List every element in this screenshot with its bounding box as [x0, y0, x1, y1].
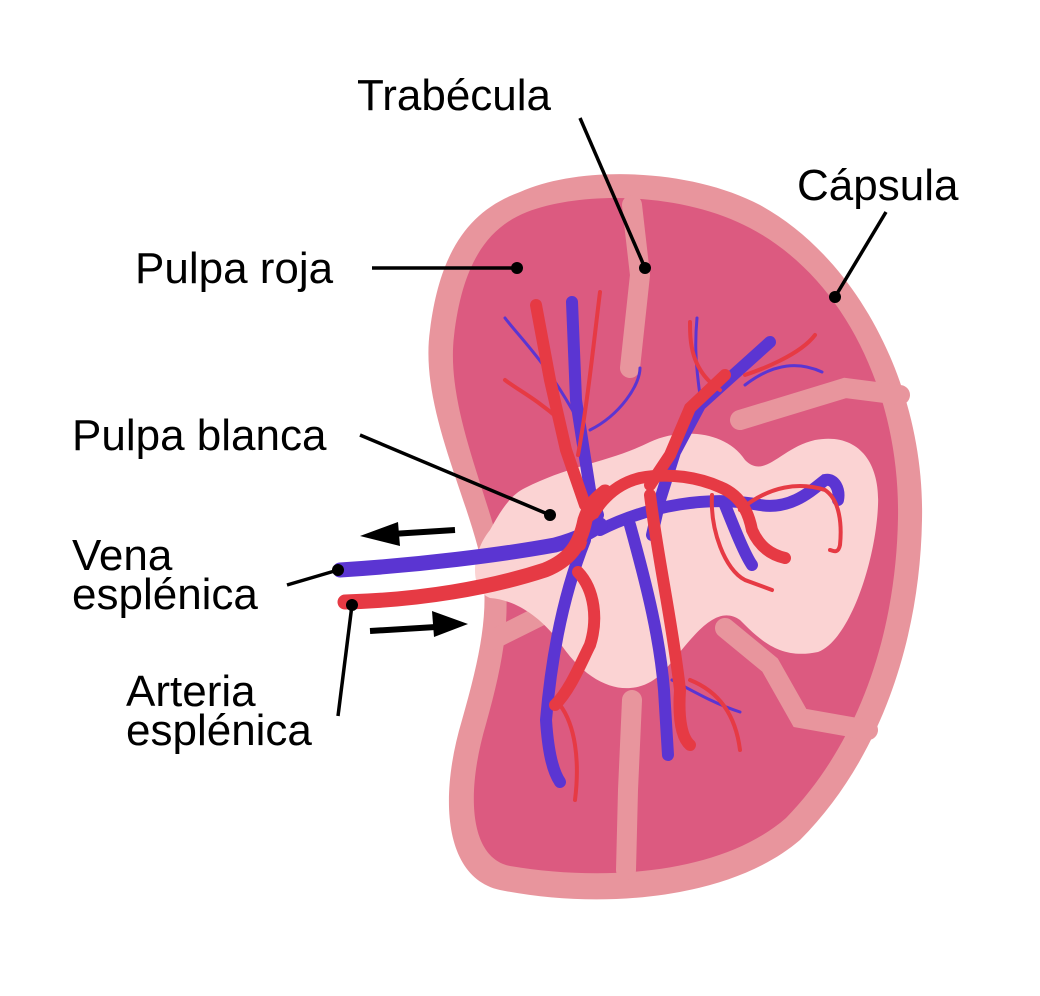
vein-thin-branches	[503, 316, 824, 714]
artery-upper-left	[530, 299, 591, 511]
artery-flow-arrow-icon	[369, 611, 468, 637]
vein-right-arch	[594, 473, 845, 536]
leader-dots	[332, 262, 841, 611]
leader-lines	[286, 117, 888, 717]
label-arteria-line2: esplénica	[126, 706, 312, 755]
leader-vena	[286, 568, 339, 587]
vein-right-down	[719, 499, 758, 571]
splenic-artery-trunk	[337, 484, 613, 610]
label-capsula: Cápsula	[797, 161, 959, 210]
vein-lower-mid	[624, 519, 674, 761]
label-trabecula: Trabécula	[357, 71, 552, 120]
vein-lower-left	[539, 534, 591, 788]
flow-arrows	[360, 522, 468, 637]
artery-lower-left	[549, 566, 601, 711]
trabecula-right-lower	[715, 618, 878, 740]
artery-lower-mid	[644, 489, 696, 751]
trabecula-left-lower	[482, 605, 552, 650]
trabecula-top	[620, 195, 651, 378]
white-pulp	[475, 433, 879, 689]
trabeculae	[482, 195, 910, 880]
trabecula-right-upper	[730, 377, 910, 430]
leader-arteria	[336, 604, 354, 717]
label-vena-line2: esplénica	[72, 570, 258, 619]
label-pulpa-roja: Pulpa roja	[135, 244, 334, 293]
label-pulpa-blanca: Pulpa blanca	[72, 411, 327, 460]
leader-trabecula	[578, 117, 647, 269]
vein-flow-arrow-icon	[360, 522, 456, 546]
trabecula-bottom	[616, 690, 642, 880]
leader-pulpa-blanca	[359, 433, 551, 517]
label-arteria-line1: Arteria	[126, 667, 256, 716]
label-vena-line1: Vena	[72, 531, 173, 580]
leader-capsula	[833, 211, 888, 298]
